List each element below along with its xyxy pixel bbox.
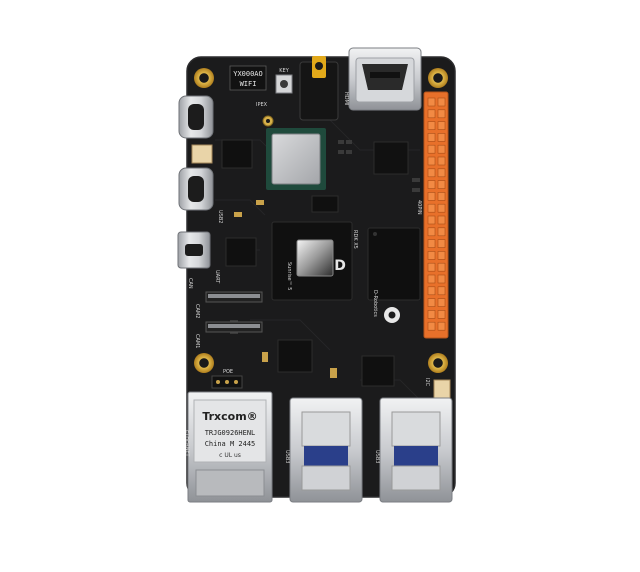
poe-header: POE <box>211 369 243 389</box>
gpio-pin <box>427 262 436 272</box>
gpio-pin <box>437 298 446 307</box>
svg-text:Sunrise™ 5: Sunrise™ 5 <box>286 262 292 290</box>
pmic-chip <box>373 141 409 175</box>
hdmi-port: HDMI <box>343 47 422 111</box>
gpio-pin <box>437 310 446 319</box>
gpio-pin <box>427 180 436 189</box>
jst-connector <box>191 144 213 164</box>
gpio-pin <box>427 251 436 260</box>
gpio-pin <box>437 274 446 284</box>
ipex-connector: IPEX <box>256 102 274 127</box>
svg-text:HDMI: HDMI <box>343 92 349 105</box>
gpio-pin <box>427 109 436 119</box>
svg-text:D-Robotics: D-Robotics <box>372 290 378 317</box>
wifi-module <box>266 128 326 190</box>
camera-connectors: CAM2 CAM1 CAN <box>187 278 263 348</box>
gpio-pin <box>427 239 436 248</box>
gpio-pin <box>427 321 436 331</box>
svg-text:USB3: USB3 <box>374 450 380 463</box>
svg-text:WIFI: WIFI <box>240 80 257 88</box>
gpio-pin <box>437 156 446 166</box>
usb3-port-right: USB3 <box>374 397 453 503</box>
misc-chips <box>221 139 395 387</box>
usb-c-ports: USB2 <box>178 95 223 223</box>
gpio-pin <box>437 168 446 178</box>
gpio-pin <box>437 203 446 213</box>
svg-text:c UL us: c UL us <box>219 452 241 459</box>
gpio-pin <box>437 180 446 189</box>
gpio-header: 40PIN <box>416 91 449 339</box>
audio-jack <box>299 56 339 121</box>
gpio-pin <box>427 168 436 178</box>
mounting-holes <box>194 68 448 373</box>
gpio-pin <box>437 97 446 107</box>
key-button: KEY <box>275 68 293 94</box>
gpio-pin <box>427 192 436 201</box>
gpio-pin <box>437 121 446 130</box>
wifi-label: YX000AO WIFI <box>229 65 267 91</box>
svg-text:TRJG0926HENL: TRJG0926HENL <box>205 429 256 437</box>
gpio-pin <box>437 227 446 237</box>
gpio-pin <box>427 97 436 107</box>
gpio-pin <box>437 251 446 260</box>
gpio-pin <box>437 109 446 119</box>
gpio-pin <box>427 286 436 296</box>
ethernet-port: Trxcom® TRJG0926HENL China M 2445 c UL u… <box>184 391 273 503</box>
gpio-pin <box>437 192 446 201</box>
gpio-pin <box>437 239 446 248</box>
svg-text:40PIN: 40PIN <box>416 200 422 215</box>
svg-text:ETHERNET: ETHERNET <box>184 430 190 458</box>
svg-text:USB3: USB3 <box>284 450 290 463</box>
svg-text:China M 2445: China M 2445 <box>205 440 256 448</box>
gpio-pin <box>427 156 436 166</box>
gpio-pin <box>427 203 436 213</box>
gpio-pin <box>437 215 446 225</box>
gpio-pin <box>437 286 446 296</box>
gpio-pin <box>427 133 436 142</box>
svg-text:Trxcom®: Trxcom® <box>202 410 257 423</box>
svg-text:CAM2: CAM2 <box>194 304 200 318</box>
gpio-pin <box>427 227 436 237</box>
svg-text:I2C: I2C <box>424 378 430 387</box>
svg-text:CAN: CAN <box>187 278 193 289</box>
svg-text:UART: UART <box>214 270 220 284</box>
gpio-pin <box>427 121 436 130</box>
usb3-port-left: USB3 <box>284 397 363 503</box>
gpio-pin <box>427 310 436 319</box>
ram-chip <box>367 227 421 301</box>
gpio-pin <box>427 274 436 284</box>
gpio-pin <box>437 262 446 272</box>
svg-text:CAM1: CAM1 <box>194 334 200 348</box>
micro-usb: UART <box>177 231 220 284</box>
gpio-pin <box>427 215 436 225</box>
svg-text:IPEX: IPEX <box>256 102 268 108</box>
gpio-pin <box>437 144 446 154</box>
board-model: RDK X5 <box>352 230 358 249</box>
gpio-pin <box>437 133 446 142</box>
gpio-pin <box>427 298 436 307</box>
gpio-pin <box>437 321 446 331</box>
svg-text:POE: POE <box>223 369 233 375</box>
gpio-pin <box>427 144 436 154</box>
svg-text:D: D <box>334 258 346 274</box>
svg-text:USB2: USB2 <box>217 210 223 223</box>
svg-text:YX000AO: YX000AO <box>233 70 263 78</box>
soc-chip: Sunrise™ 5 D <box>271 221 353 301</box>
d-robotics-logo: D-Robotics <box>372 290 400 323</box>
svg-text:KEY: KEY <box>279 68 289 74</box>
